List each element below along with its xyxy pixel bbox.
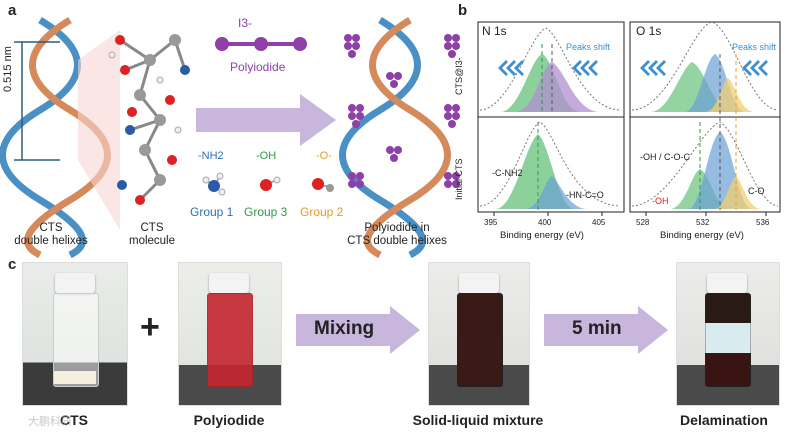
- vial-cap: [55, 273, 95, 293]
- o-xlabel: Binding energy (eV): [660, 230, 744, 241]
- row-label-top: CTS@I3-: [454, 57, 464, 95]
- vial-cap: [459, 273, 499, 293]
- n1s-top-peaks: [479, 27, 621, 112]
- o1s-top-peaks: [631, 21, 779, 112]
- bottom-layer: [705, 353, 751, 387]
- photo-mixture: [428, 262, 530, 406]
- o1s-peaks-shift: Peaks shift: [732, 42, 777, 52]
- right-double-helix: [339, 16, 451, 259]
- dimension-label: 0.515 nm: [2, 46, 14, 92]
- o-label-oh: -OH: [652, 196, 669, 206]
- o-label-ococ: -OH / C-O-C: [640, 152, 690, 162]
- mixing-label: Mixing: [314, 318, 375, 339]
- upper-layer: [705, 293, 751, 325]
- xps-spectra: [477, 21, 781, 216]
- caption-polyiodide: Polyiodide: [193, 412, 265, 428]
- n-tick-0: 395: [484, 218, 498, 227]
- panel-letter-c: c: [8, 256, 17, 273]
- n-xlabel: Binding energy (eV): [500, 230, 584, 241]
- o1s-title: O 1s: [636, 24, 662, 38]
- group1-name: Group 1: [190, 205, 234, 219]
- clear-layer: [705, 323, 751, 353]
- n-tick-1: 400: [538, 218, 552, 227]
- mixture-liquid: [457, 293, 503, 387]
- group2-formula: -O-: [316, 150, 332, 162]
- o-tick-1: 532: [696, 218, 710, 227]
- vial-cap: [707, 273, 747, 293]
- photo-cts: [22, 262, 128, 406]
- cts-powder: [54, 371, 96, 384]
- n1s-title: N 1s: [482, 24, 507, 38]
- shift-chevrons: [498, 60, 768, 76]
- o1s-bottom-peaks: [631, 54, 779, 210]
- iodide-clusters: [344, 34, 460, 188]
- n-label-hnco: -HN-C=O: [566, 190, 604, 200]
- group1-formula: -NH2: [198, 150, 224, 162]
- iodide-formula: I3-: [238, 16, 253, 30]
- o-tick-2: 536: [756, 218, 770, 227]
- polyiodide-liquid: [207, 293, 253, 387]
- group3-formula: -OH: [256, 150, 277, 162]
- caption-mixture: Solid-liquid mixture: [412, 412, 544, 428]
- mixing-arrow: Mixing: [296, 306, 420, 354]
- cts-molecule: [108, 34, 190, 205]
- dimension-bar: [14, 41, 60, 161]
- panel-letter-a: a: [8, 2, 17, 19]
- polyiodide-label: Polyiodide: [230, 60, 286, 74]
- row-label-bottom: Initial CTS: [454, 158, 464, 200]
- polyiodide-chain: [215, 37, 307, 51]
- n-label-cnh2: -C-NH2: [492, 168, 523, 178]
- panel-letter-b: b: [458, 2, 468, 19]
- group2-name: Group 2: [300, 205, 344, 219]
- photo-polyiodide: [178, 262, 282, 406]
- n-tick-2: 405: [592, 218, 606, 227]
- o-tick-0: 528: [636, 218, 650, 227]
- caption-delamination: Delamination: [680, 412, 768, 428]
- big-arrow: [196, 94, 336, 146]
- watermark: 大鹏科研: [28, 416, 72, 428]
- caption-cts: CTS: [60, 412, 88, 428]
- plus-sign: +: [140, 308, 160, 346]
- time-label: 5 min: [572, 318, 622, 339]
- group3-name: Group 3: [244, 205, 288, 219]
- panel-a-graphics: [0, 16, 460, 259]
- time-arrow: 5 min: [544, 306, 668, 354]
- o-label-co: C-O: [748, 186, 765, 196]
- photo-delamination: [676, 262, 780, 406]
- n1s-peaks-shift: Peaks shift: [566, 42, 611, 52]
- zoom-wedge: [78, 30, 120, 230]
- vial-cap: [209, 273, 249, 293]
- group-icons: [202, 172, 334, 196]
- n1s-bottom-peaks: [479, 121, 621, 210]
